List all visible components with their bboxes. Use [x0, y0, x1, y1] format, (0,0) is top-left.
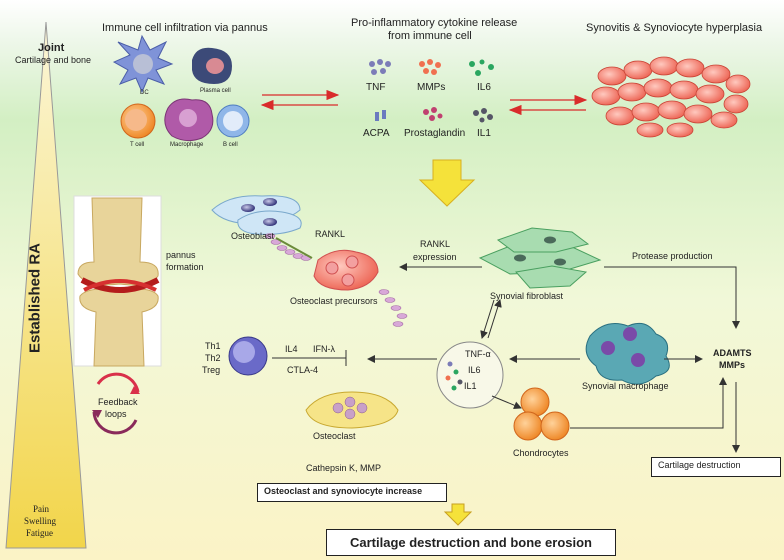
joint-subtitle: Cartilage and bone [15, 55, 92, 65]
plasma-cell [192, 47, 232, 84]
cytokine-circle [436, 341, 504, 409]
macrophage-label: Macrophage [170, 142, 204, 148]
rankl-expression-line2: expression [413, 252, 457, 262]
synovial-fibroblast-nuclei [514, 236, 566, 266]
tnfa-label: TNF-α [465, 349, 491, 359]
infiltration-title: Immune cell infiltration via pannus [102, 22, 268, 34]
stage-label: Established RA [27, 243, 44, 353]
synovial-macrophage-cells [585, 322, 670, 385]
t-cell [120, 103, 156, 139]
osteoblast-nuclei [241, 198, 277, 226]
synovitis-title: Synovitis & Synoviocyte hyperplasia [586, 22, 763, 34]
dc-label: DC [140, 90, 149, 96]
cartilage-destruction-box: Cartilage destruction [651, 457, 781, 477]
treg-label: Treg [202, 365, 221, 375]
synoviocyte-hyperplasia-cluster [591, 56, 751, 138]
osteoclast-precursor-cells [313, 249, 379, 291]
arrow-immune-cytokine [260, 89, 340, 111]
stage-label-text: Established RA [26, 242, 44, 354]
ctla4-label: CTLA-4 [287, 365, 319, 375]
feedback-loops-icon [92, 372, 140, 435]
il1-label: IL1 [477, 128, 491, 139]
synovial-macrophage-label: Synovial macrophage [582, 381, 669, 391]
th2-label: Th2 [205, 353, 221, 363]
rankl-label: RANKL [315, 229, 346, 239]
osteoblast-label: Osteoblast [231, 231, 275, 241]
connector-arrows [272, 263, 740, 453]
chondrocyte-cells [513, 387, 570, 441]
chondrocytes-label: Chondrocytes [513, 448, 569, 458]
synovial-fibroblast-label: Synovial fibroblast [490, 291, 564, 301]
ifn-label: IFN-λ [313, 344, 335, 354]
protease-production-label: Protease production [632, 251, 713, 261]
macrophage-cell [164, 98, 214, 142]
t-cell-label: T cell [130, 142, 145, 148]
macrophage-nuclei [601, 327, 645, 367]
osteoclast-cell [305, 391, 399, 429]
mmps-label: MMPs [417, 82, 446, 93]
prostaglandin-label: Prostaglandin [404, 128, 466, 139]
il1-center-label: IL1 [464, 381, 477, 391]
final-outcome-box: Cartilage destruction and bone erosion [326, 529, 616, 556]
osteoclast-increase-box-text: Osteoclast and synoviocyte increase [264, 486, 423, 496]
il6-label: IL6 [477, 82, 491, 93]
feedback-label-line1: Feedback [98, 397, 138, 407]
plasma-cell-label: Plasma cell [200, 88, 231, 94]
symptom-fatigue: Fatigue [26, 528, 53, 538]
synovial-fibroblast-cells [478, 227, 602, 289]
b-cell-label: B cell [223, 142, 238, 148]
cytokine-title-line1: Pro-inflammatory cytokine release [351, 17, 518, 29]
osteoclast-increase-box: Osteoclast and synoviocyte increase [257, 483, 447, 502]
prostaglandin-dots [423, 107, 443, 121]
acpa-shape [375, 110, 386, 121]
b-cell [216, 104, 250, 138]
yellow-down-arrow-bottom [443, 503, 473, 526]
osteoclast-receptors [378, 289, 408, 327]
disease-progression-triangle [5, 21, 87, 549]
symptom-swelling: Swelling [24, 516, 57, 526]
symptom-pain: Pain [33, 504, 50, 514]
rankl-stalk [275, 237, 313, 259]
osteoblast-cells [211, 195, 302, 235]
final-outcome-box-text: Cartilage destruction and bone erosion [350, 535, 592, 550]
tnf-label: TNF [366, 82, 386, 93]
tnf-dots [369, 59, 391, 75]
knee-joint-image [73, 195, 162, 367]
osteoclast-precursors-label: Osteoclast precursors [290, 296, 378, 306]
joint-title: Joint [38, 42, 65, 54]
th1-label: Th1 [205, 341, 221, 351]
cathepsin-label: Cathepsin K, MMP [306, 463, 382, 473]
adamts-label: ADAMTS [713, 348, 752, 358]
osteoclast-label: Osteoclast [313, 431, 356, 441]
il4-label: IL4 [285, 344, 298, 354]
il6-dots [469, 59, 494, 76]
cartilage-destruction-box-text: Cartilage destruction [658, 460, 741, 470]
acpa-label: ACPA [363, 128, 390, 139]
il1-dots [473, 108, 493, 123]
arrow-cytokine-synovitis [508, 94, 588, 116]
yellow-down-arrow-top [418, 159, 476, 207]
dc-cell [112, 34, 174, 94]
rankl-expression-line1: RANKL [420, 239, 451, 249]
pannus-label-line1: pannus [166, 250, 196, 260]
th-lymphocyte [228, 336, 268, 376]
il6-center-label: IL6 [468, 365, 481, 375]
pannus-label-line2: formation [166, 262, 204, 272]
cytokine-title-line2: from immune cell [388, 30, 472, 42]
mmps-dots [419, 59, 441, 75]
feedback-label-line2: loops [105, 409, 127, 419]
mmps-right-label: MMPs [719, 360, 746, 370]
center-cytokine-dots [445, 361, 463, 391]
